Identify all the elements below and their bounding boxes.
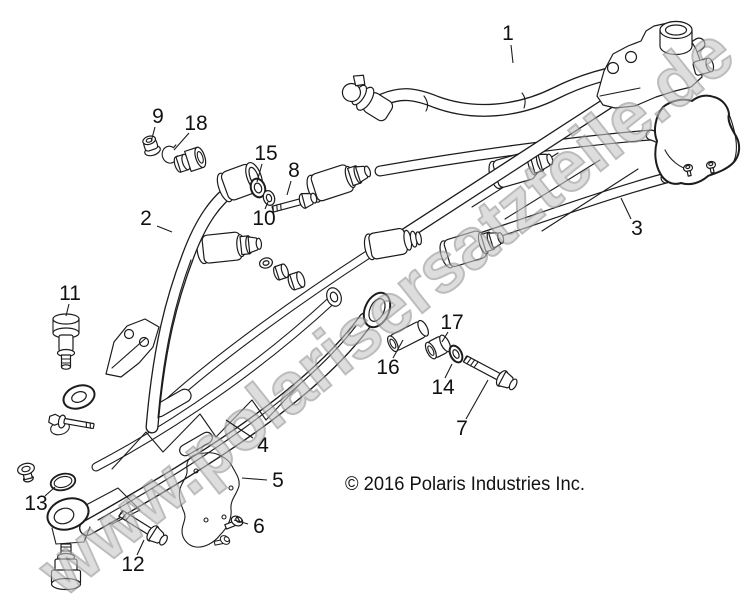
lower-control-arm <box>46 287 392 545</box>
callout-14: 14 <box>431 376 455 399</box>
callout-leader-12 <box>136 539 145 556</box>
callout-9: 9 <box>152 105 164 128</box>
screw-6a <box>224 515 244 530</box>
callout-18: 18 <box>184 112 207 135</box>
copyright-text: © 2016 Polaris Industries Inc. <box>345 474 585 495</box>
callout-leader-10 <box>264 201 269 210</box>
callout-4: 4 <box>257 434 269 457</box>
callout-15: 15 <box>254 142 277 165</box>
apex-hub <box>46 487 141 545</box>
ball-joint-lower <box>50 543 82 591</box>
pivot-bracket <box>105 318 160 378</box>
callout-leader-2 <box>156 225 173 233</box>
callout-5: 5 <box>272 469 284 492</box>
bar-mount-bracket <box>596 20 715 109</box>
callout-leader-15 <box>256 163 263 183</box>
bar-end-link <box>341 74 394 122</box>
bolt-12 <box>118 510 168 546</box>
bushing-cylinder <box>439 230 505 269</box>
callout-13: 13 <box>24 492 47 515</box>
callout-leader-4 <box>225 419 254 439</box>
flange-nut-9 <box>142 135 161 157</box>
callout-leader-9 <box>150 126 156 143</box>
callout-2: 2 <box>140 207 152 230</box>
callout-leader-16 <box>392 339 404 359</box>
callout-leader-6 <box>233 519 249 525</box>
stabilizer-bar <box>341 20 715 122</box>
apex-ball-socket <box>48 384 96 436</box>
callout-1: 1 <box>502 22 514 45</box>
callout-leader-13 <box>44 486 56 497</box>
callout-leader-7 <box>465 379 489 420</box>
guard-plate-left <box>178 452 240 548</box>
callout-leader-17 <box>441 331 449 343</box>
guard-plate-right <box>654 94 741 186</box>
washer-10 <box>262 190 276 206</box>
callout-leader-14 <box>444 363 453 379</box>
callout-leader-11 <box>65 303 70 317</box>
flange-plug <box>17 462 35 483</box>
callout-6: 6 <box>253 515 265 538</box>
callout-leader-8 <box>286 180 292 196</box>
bolt-7 <box>462 355 518 391</box>
o-ring-13 <box>49 472 77 492</box>
pivot-bushing <box>196 231 263 265</box>
callout-12: 12 <box>121 553 144 576</box>
callout-17: 17 <box>440 311 463 334</box>
callout-7: 7 <box>456 417 468 440</box>
callout-8: 8 <box>288 159 300 182</box>
callout-16: 16 <box>376 356 399 379</box>
callout-leader-3 <box>620 197 632 220</box>
bushing-pair-18 <box>173 146 207 173</box>
washer-15 <box>249 177 267 199</box>
callout-11: 11 <box>59 282 81 305</box>
pivot-bushing <box>363 227 422 261</box>
callout-leader-18 <box>173 132 190 151</box>
washer-14 <box>448 344 464 364</box>
callout-leader-1 <box>510 44 514 64</box>
bushing-tube-16 <box>386 319 430 353</box>
bolt-8 <box>271 192 318 213</box>
callout-10: 10 <box>252 207 275 230</box>
ball-joint-11 <box>52 313 80 370</box>
callout-3: 3 <box>631 217 643 240</box>
bushing-washer-set <box>258 257 306 291</box>
screw-6b <box>213 535 231 546</box>
callout-leader-5 <box>241 477 268 481</box>
upper-control-arm-left <box>48 161 264 436</box>
bushing-17 <box>424 334 452 360</box>
